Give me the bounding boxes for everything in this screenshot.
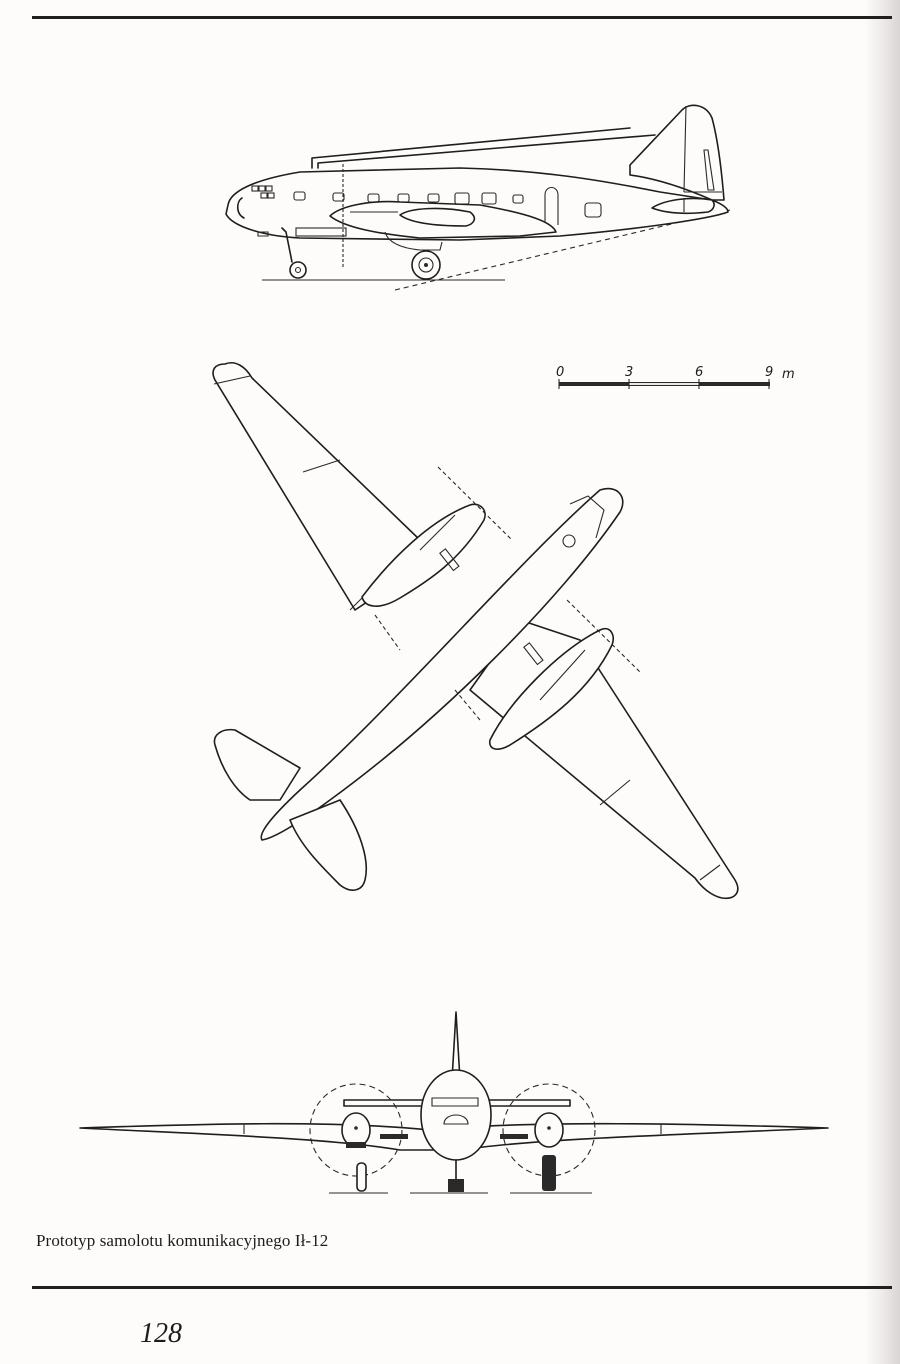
scale-tick-9: 9	[765, 365, 774, 380]
scale-tick-3: 3	[625, 365, 634, 380]
page-number: 128	[140, 1318, 182, 1349]
page-edge-shadow	[864, 0, 900, 1364]
front-view	[79, 1011, 829, 1194]
top-rule	[32, 16, 892, 19]
scale-tick-0: 0	[556, 365, 565, 380]
bottom-rule	[32, 1286, 892, 1289]
top-view	[212, 362, 739, 900]
scale-tick-6: 6	[695, 365, 704, 380]
side-view	[225, 104, 731, 291]
scale-unit: m	[782, 367, 795, 382]
figure-caption: Prototyp samolotu komunikacyjnego Ił-12	[36, 1231, 329, 1250]
scale-bar	[558, 379, 770, 389]
